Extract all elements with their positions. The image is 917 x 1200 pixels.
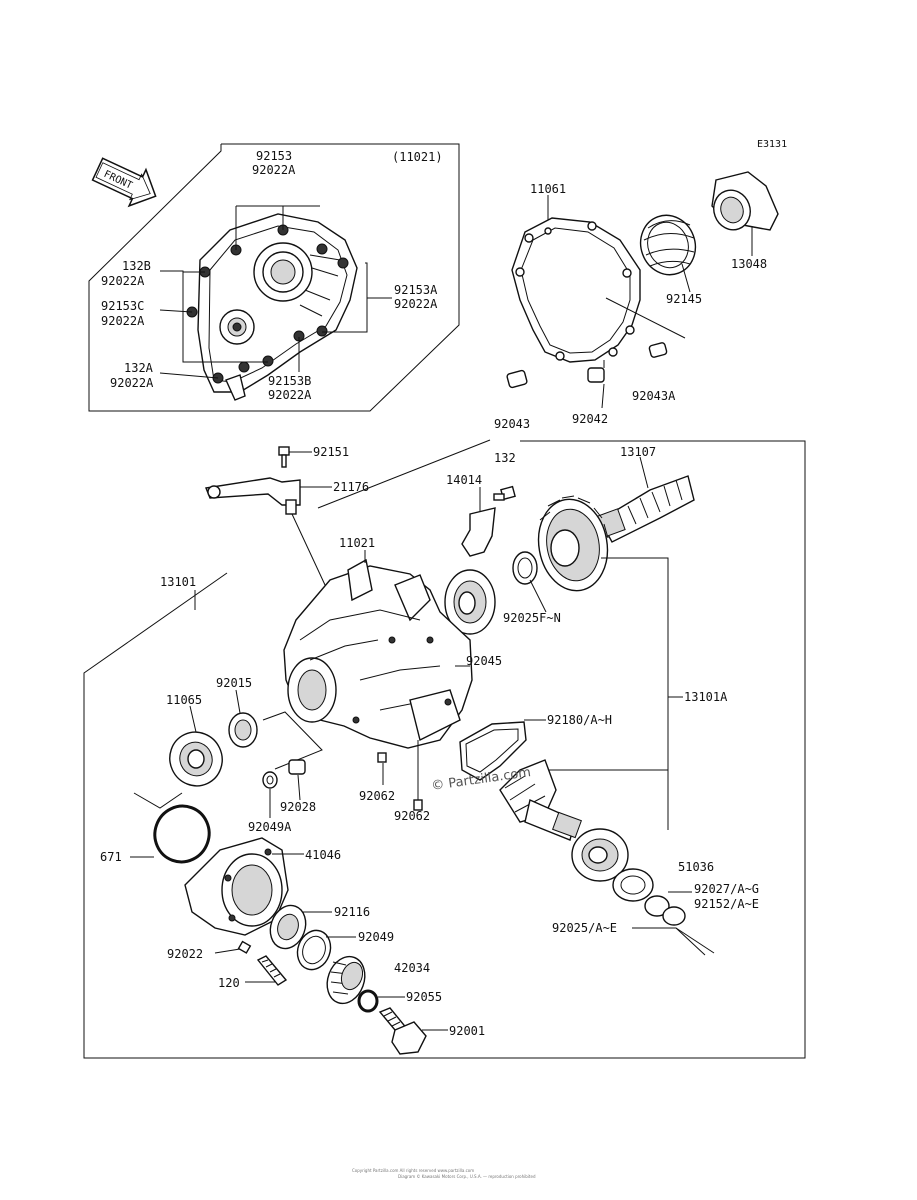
- collar-92027: [644, 895, 686, 926]
- cam-13048: [711, 171, 779, 231]
- label-92152: 92152/A~E: [694, 897, 759, 911]
- seal-11065: [169, 731, 223, 787]
- label-51036: 51036: [678, 860, 714, 874]
- bolt-92151: [278, 446, 290, 468]
- oring-671: [153, 804, 211, 864]
- oring-92049a: [262, 771, 278, 789]
- inset-label-92022a-l3: 92022A: [110, 376, 154, 390]
- inset-label-92022a-top: 92022A: [252, 163, 296, 177]
- sensor-21176: [205, 477, 301, 515]
- label-11021: 11021: [339, 536, 375, 550]
- spring-92145: [639, 214, 697, 276]
- pinion-gear: [499, 759, 582, 841]
- label-11065: 11065: [166, 693, 202, 707]
- bolt-120: [256, 955, 288, 986]
- inset-ref: (11021): [392, 150, 443, 164]
- label-92116: 92116: [334, 905, 370, 919]
- label-21176: 21176: [333, 480, 369, 494]
- label-92062-b: 92062: [394, 809, 430, 823]
- inset-label-92153a: 92153A: [394, 283, 438, 297]
- label-92025fn: 92025F~N: [503, 611, 561, 625]
- bolt-132: [493, 485, 516, 501]
- main-case-11021: [283, 558, 473, 749]
- inset-label-92153b: 92153B: [268, 374, 311, 388]
- bearing-51036-side: [571, 828, 629, 882]
- label-92025ae: 92025/A~E: [552, 921, 617, 935]
- inset-label-132a: 132A: [124, 361, 154, 375]
- inset-case-view: (11021): [88, 143, 460, 412]
- label-92043a: 92043A: [632, 389, 676, 403]
- oring-92055: [357, 989, 379, 1013]
- housing-41046: [184, 837, 289, 936]
- label-92151: 92151: [313, 445, 349, 459]
- label-92043: 92043: [494, 417, 530, 431]
- label-92028: 92028: [280, 800, 316, 814]
- label-11061: 11061: [530, 182, 566, 196]
- label-92022: 92022: [167, 947, 203, 961]
- label-671: 671: [100, 850, 122, 864]
- label-132: 132: [494, 451, 516, 465]
- gasket-11061: [511, 217, 641, 363]
- label-13107: 13107: [620, 445, 656, 459]
- label-92001: 92001: [449, 1024, 485, 1038]
- label-13101: 13101: [160, 575, 196, 589]
- inset-label-92153c: 92153C: [101, 299, 144, 313]
- label-92062-a: 92062: [359, 789, 395, 803]
- diagram-code: E3131: [757, 139, 787, 150]
- label-13101a: 13101A: [684, 690, 728, 704]
- collar-92028: [288, 759, 306, 775]
- inset-label-92022a-l1: 92022A: [101, 274, 145, 288]
- footer-line-2: Diagram © Kawasaki Motors Corp., U.S.A. …: [398, 1174, 536, 1179]
- dowel-pin-92043: [506, 369, 528, 389]
- seal-92015: [228, 712, 258, 748]
- inset-label-132b: 132B: [122, 259, 151, 273]
- shim-51036: [612, 868, 654, 902]
- inset-label-92022a-r1: 92022A: [394, 297, 438, 311]
- dowel-pin-92043a: [648, 342, 668, 358]
- pin-92022: [237, 940, 252, 954]
- inset-label-92022a-l2: 92022A: [101, 314, 145, 328]
- bearing-42034: [326, 955, 366, 1005]
- ring-gear: [537, 495, 609, 592]
- label-92027: 92027/A~G: [694, 882, 759, 896]
- label-42034: 42034: [394, 961, 430, 975]
- footer-line-1: Copyright Partzilla.com All rights reser…: [352, 1168, 474, 1173]
- front-arrow-icon: FRONT: [91, 157, 157, 208]
- bearing-upper: [444, 569, 496, 635]
- bolt-92001: [378, 1007, 427, 1055]
- label-41046: 41046: [305, 848, 341, 862]
- label-92049a: 92049A: [248, 820, 292, 834]
- label-14014: 14014: [446, 473, 482, 487]
- label-92045: 92045: [466, 654, 502, 668]
- label-92055: 92055: [406, 990, 442, 1004]
- label-92042: 92042: [572, 412, 608, 426]
- dowel-pin-92042: [587, 367, 605, 383]
- inset-label-92153: 92153: [256, 149, 292, 163]
- gasket-92180: [459, 721, 527, 781]
- oring-92049: [296, 929, 332, 971]
- inset-label-92022a-b: 92022A: [268, 388, 312, 402]
- label-92145: 92145: [666, 292, 702, 306]
- shaft-13107: [596, 475, 695, 543]
- label-92015: 92015: [216, 676, 252, 690]
- label-13048: 13048: [731, 257, 767, 271]
- label-120: 120: [218, 976, 240, 990]
- seal-92116: [269, 904, 307, 950]
- bolt-92062-a: [377, 752, 387, 763]
- bracket-14014: [461, 507, 496, 557]
- label-92049: 92049: [358, 930, 394, 944]
- shim-92025f: [512, 551, 538, 585]
- label-92180: 92180/A~H: [547, 713, 612, 727]
